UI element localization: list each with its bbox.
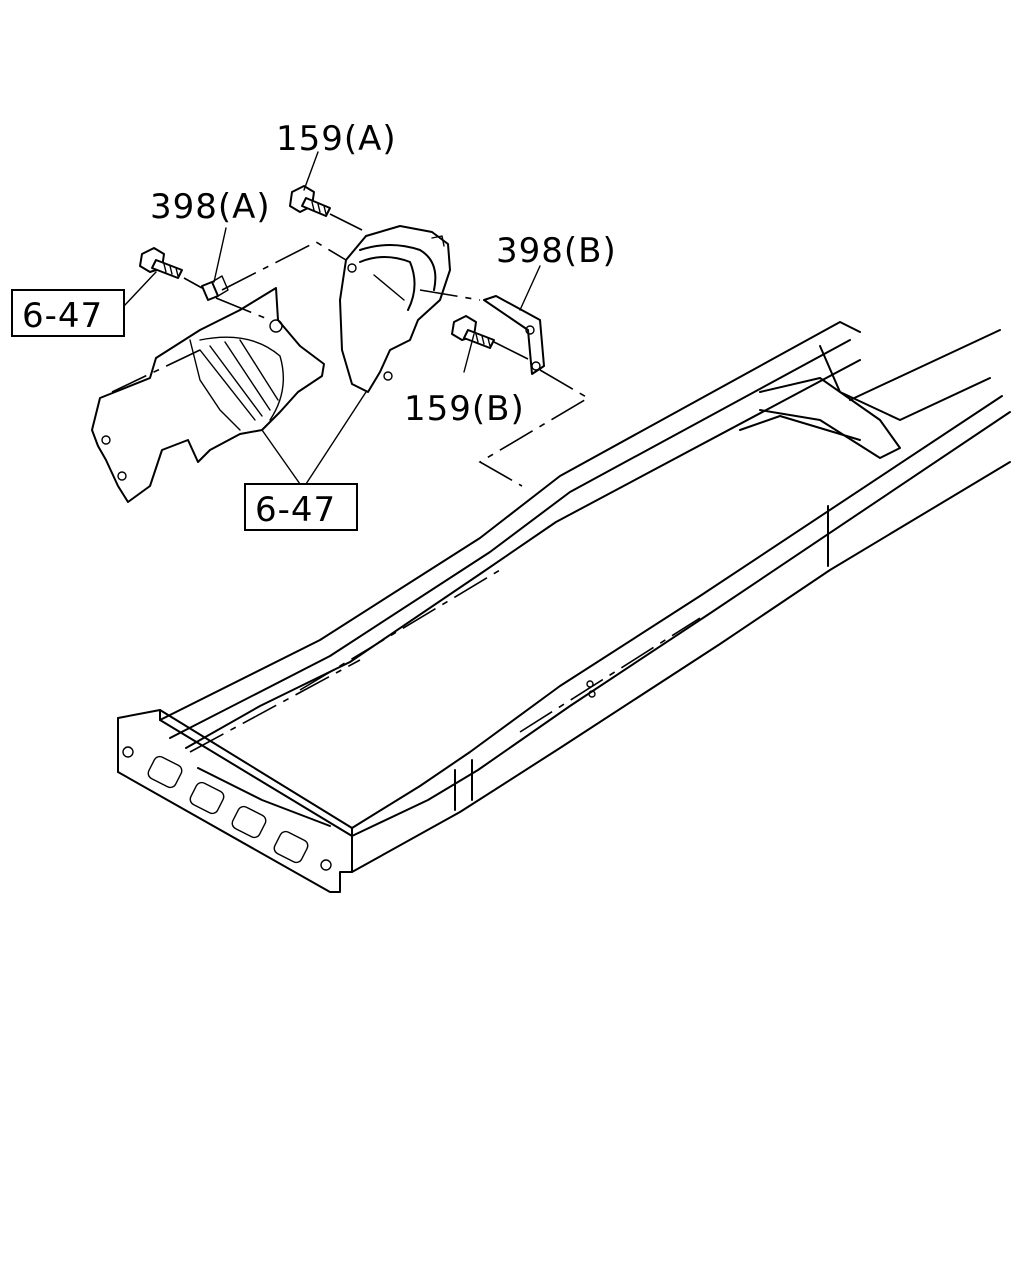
- heat-shield-left: [91, 287, 325, 503]
- bolt-6-47: [139, 247, 183, 279]
- callout-398a: 398(A): [150, 187, 271, 227]
- ref-label-left: 6-47: [22, 296, 103, 336]
- bolt-159b: [451, 315, 495, 349]
- callout-159a: 159(A): [276, 119, 397, 159]
- callout-398b: 398(B): [496, 231, 617, 271]
- right-side-rail: [351, 395, 1003, 829]
- crossmember-openings: [122, 746, 332, 871]
- leader-lines: [123, 151, 590, 487]
- bracket-398b: [483, 295, 545, 375]
- front-crossmember: [117, 709, 353, 893]
- ref-box-center: [244, 483, 358, 531]
- chassis-frame: [117, 321, 1011, 893]
- callout-159b: 159(B): [404, 389, 525, 429]
- left-side-rail: [159, 321, 861, 721]
- heat-shield-center: [339, 225, 451, 393]
- callout-labels: 159(A) 398(A) 398(B) 159(B) 6-47 6-47: [11, 119, 617, 531]
- ref-box-left: [11, 289, 125, 337]
- bolt-159a: [289, 185, 331, 217]
- bracket-398a: [201, 275, 229, 301]
- ref-label-center: 6-47: [255, 490, 336, 530]
- rear-crossmember: [759, 377, 901, 459]
